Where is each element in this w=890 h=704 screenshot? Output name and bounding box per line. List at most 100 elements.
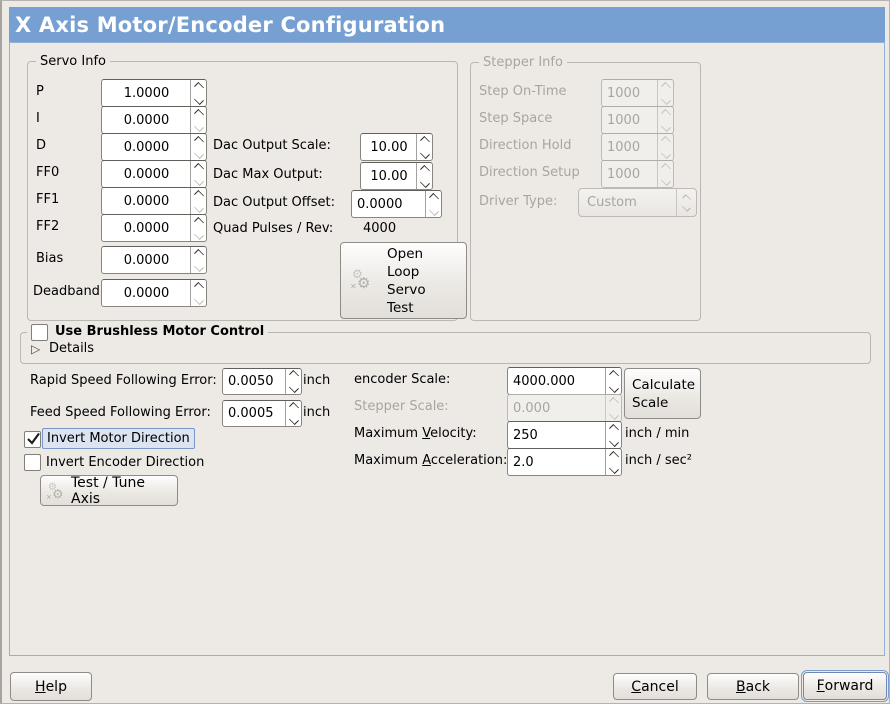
combo-arrows-icon xyxy=(676,189,696,216)
spin-arrows-icon[interactable] xyxy=(190,134,206,160)
ff0-input[interactable] xyxy=(102,161,191,187)
spin-arrows-icon[interactable] xyxy=(605,449,621,475)
spin-arrows-icon xyxy=(657,161,673,187)
details-expander-label[interactable]: Details xyxy=(49,341,95,356)
max-acceleration-unit: inch / sec² xyxy=(625,453,693,468)
spin-arrows-icon[interactable] xyxy=(190,161,206,187)
max-acceleration-input[interactable] xyxy=(508,449,606,475)
spin-arrows-icon[interactable] xyxy=(285,369,301,394)
brushless-frame: Use Brushless Motor Control ▷ Details xyxy=(20,323,871,364)
calculate-scale-button[interactable]: Calculate Scale xyxy=(624,368,701,419)
use-brushless-checkbox[interactable] xyxy=(31,323,48,341)
d-input[interactable] xyxy=(102,134,191,160)
stepper-scale-spinbox xyxy=(507,394,622,422)
step-space-spinbox xyxy=(601,106,674,134)
bias-input[interactable] xyxy=(102,247,191,273)
max-velocity-input[interactable] xyxy=(508,422,606,448)
feed-ferror-spinbox[interactable] xyxy=(222,400,302,427)
deadband-input[interactable] xyxy=(102,280,191,306)
step-space-input xyxy=(602,107,658,133)
direction-setup-input xyxy=(602,161,658,187)
page-title: X Axis Motor/Encoder Configuration xyxy=(15,12,446,37)
quad-pulses-label: Quad Pulses / Rev: xyxy=(213,221,334,236)
ff1-spinbox[interactable] xyxy=(101,187,207,215)
spin-arrows-icon[interactable] xyxy=(605,368,621,394)
checkmark-icon xyxy=(27,432,40,445)
max-velocity-label: Maximum Velocity: xyxy=(354,426,477,441)
servo-info-frame: Servo Info P I D FF0 FF1 FF2 xyxy=(27,53,467,321)
i-input[interactable] xyxy=(102,107,191,133)
encoder-scale-input[interactable] xyxy=(508,368,606,394)
spin-arrows-icon[interactable] xyxy=(190,107,206,133)
invert-encoder-checkbox[interactable] xyxy=(24,454,41,471)
p-input[interactable] xyxy=(102,80,191,106)
spin-arrows-icon[interactable] xyxy=(190,280,206,306)
invert-motor-checkbox[interactable] xyxy=(24,431,41,448)
details-expander-icon[interactable]: ▷ xyxy=(31,342,41,356)
spin-arrows-icon[interactable] xyxy=(416,163,432,189)
driver-type-value: Custom xyxy=(587,195,637,210)
encoder-scale-label: encoder Scale: xyxy=(354,372,451,387)
open-loop-servo-test-label: Open Loop Servo Test xyxy=(387,245,426,316)
dac-max-output-label: Dac Max Output: xyxy=(213,167,323,182)
feed-ferror-input[interactable] xyxy=(223,401,286,426)
ff2-spinbox[interactable] xyxy=(101,214,207,242)
rapid-ferror-input[interactable] xyxy=(223,369,286,394)
i-label: I xyxy=(36,111,40,126)
spin-arrows-icon[interactable] xyxy=(285,401,301,426)
title-bar: X Axis Motor/Encoder Configuration xyxy=(9,7,885,42)
dac-output-scale-spinbox[interactable] xyxy=(360,133,433,161)
servo-info-legend: Servo Info xyxy=(36,53,110,70)
test-tune-axis-button[interactable]: ⚙⚙✕ Test / Tune Axis xyxy=(40,475,178,507)
step-on-time-label: Step On-Time xyxy=(479,84,567,99)
dac-output-offset-label: Dac Output Offset: xyxy=(213,195,335,210)
max-velocity-spinbox[interactable] xyxy=(507,421,622,449)
stepper-scale-input xyxy=(508,395,606,421)
spin-arrows-icon[interactable] xyxy=(190,188,206,214)
dac-max-output-input[interactable] xyxy=(361,163,417,189)
deadband-spinbox[interactable] xyxy=(101,279,207,307)
calculate-scale-label: Calculate Scale xyxy=(632,376,696,411)
ff0-spinbox[interactable] xyxy=(101,160,207,188)
spin-arrows-icon xyxy=(657,107,673,133)
i-spinbox[interactable] xyxy=(101,106,207,134)
spin-arrows-icon[interactable] xyxy=(190,215,206,241)
spin-arrows-icon[interactable] xyxy=(416,134,432,160)
dac-output-offset-spinbox[interactable] xyxy=(351,190,442,218)
invert-motor-label[interactable]: Invert Motor Direction xyxy=(42,428,195,449)
ff1-input[interactable] xyxy=(102,188,191,214)
d-spinbox[interactable] xyxy=(101,133,207,161)
gears-icon: ⚙⚙✕ xyxy=(350,266,371,292)
ff2-label: FF2 xyxy=(36,219,60,234)
open-loop-servo-test-button[interactable]: ⚙⚙✕ Open Loop Servo Test xyxy=(340,242,467,319)
dac-output-scale-input[interactable] xyxy=(361,134,417,160)
spin-arrows-icon xyxy=(605,395,621,421)
spin-arrows-icon[interactable] xyxy=(190,80,206,106)
ff0-label: FF0 xyxy=(36,165,60,180)
ff2-input[interactable] xyxy=(102,215,191,241)
spin-arrows-icon xyxy=(657,80,673,106)
max-acceleration-spinbox[interactable] xyxy=(507,448,622,476)
dac-output-offset-input[interactable] xyxy=(352,191,426,217)
invert-encoder-label[interactable]: Invert Encoder Direction xyxy=(46,455,205,470)
rapid-ferror-spinbox[interactable] xyxy=(222,368,302,395)
direction-hold-spinbox xyxy=(601,133,674,161)
encoder-scale-spinbox[interactable] xyxy=(507,367,622,395)
dac-max-output-spinbox[interactable] xyxy=(360,162,433,190)
spin-arrows-icon[interactable] xyxy=(425,191,441,217)
ff1-label: FF1 xyxy=(36,192,60,207)
spin-arrows-icon[interactable] xyxy=(605,422,621,448)
bias-spinbox[interactable] xyxy=(101,246,207,274)
direction-hold-label: Direction Hold xyxy=(479,138,572,153)
p-spinbox[interactable] xyxy=(101,79,207,107)
deadband-label: Deadband xyxy=(33,284,100,299)
spin-arrows-icon[interactable] xyxy=(190,247,206,273)
direction-hold-input xyxy=(602,134,658,160)
spin-arrows-icon xyxy=(657,134,673,160)
max-velocity-unit: inch / min xyxy=(625,426,690,441)
max-acceleration-label: Maximum Acceleration: xyxy=(354,453,508,468)
